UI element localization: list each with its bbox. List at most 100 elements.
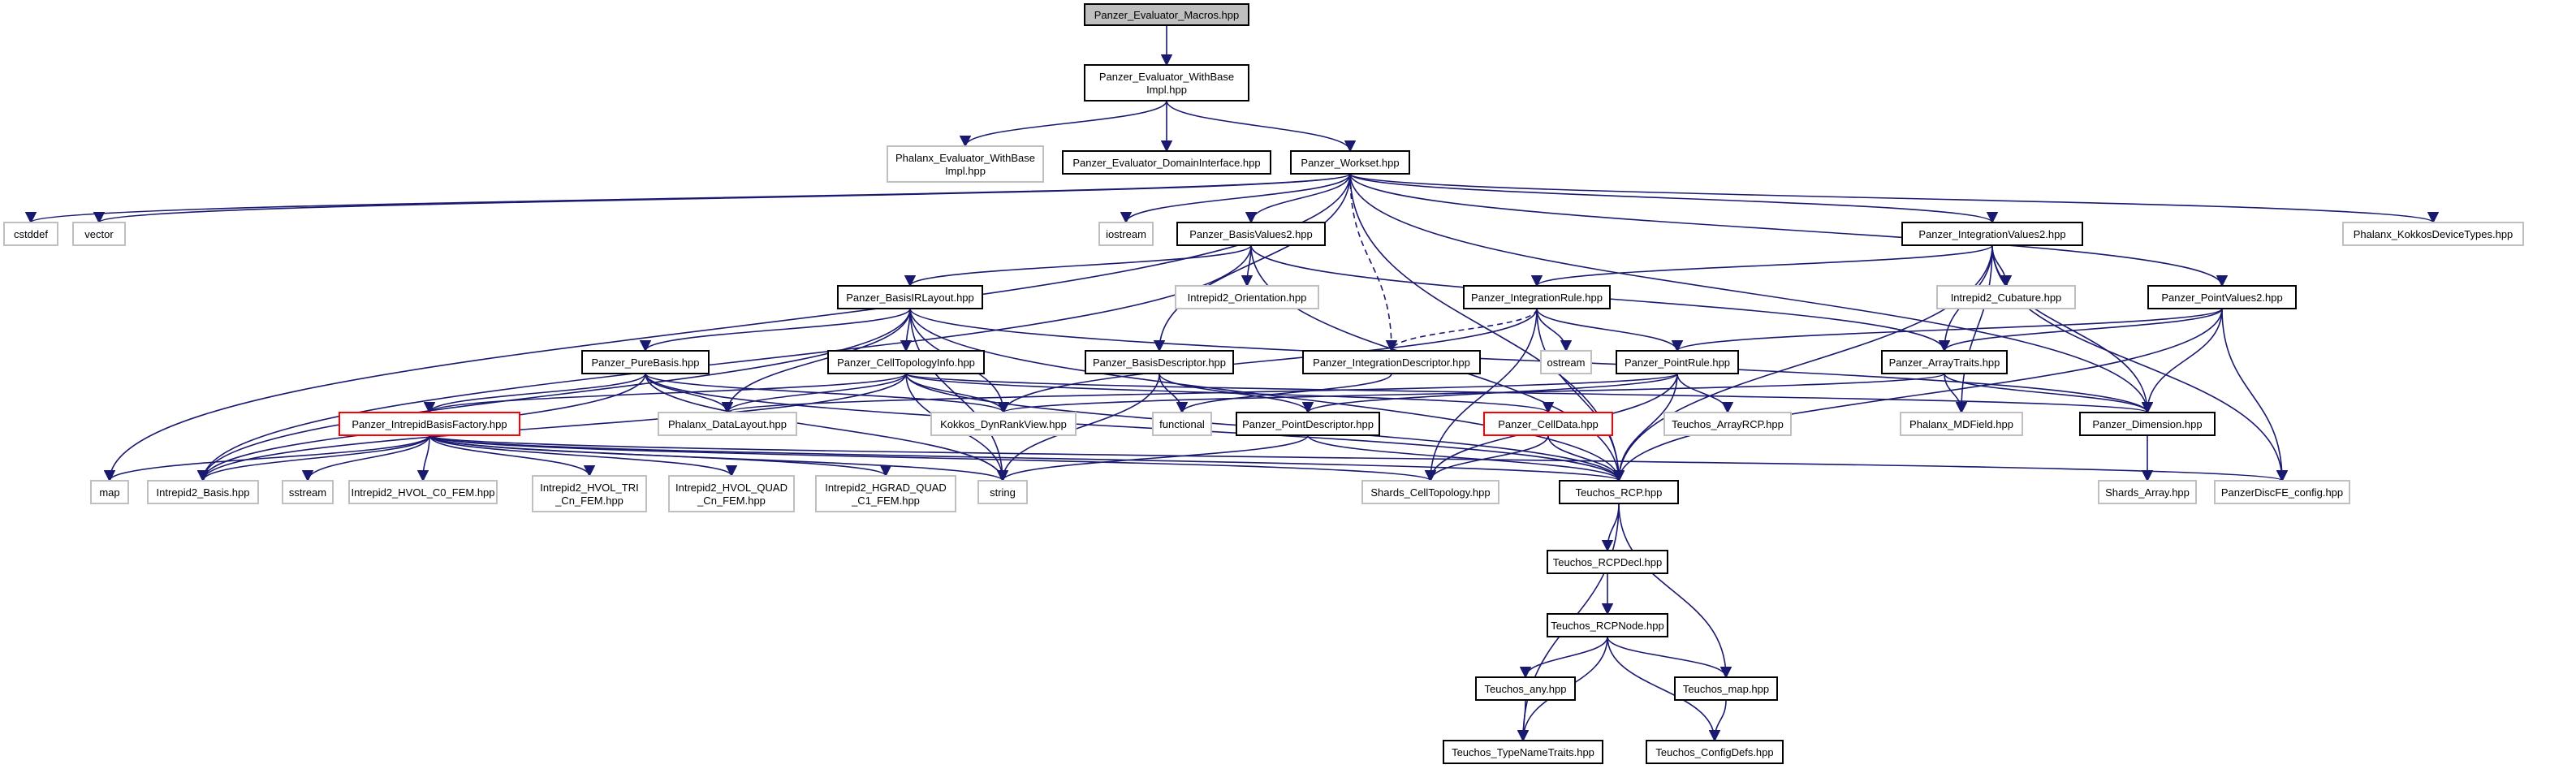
node-box [815,475,956,512]
node-intrepid2-cubature-hpp: Intrepid2_Cubature.hpp [1936,285,2076,309]
edge-n19-n39 [996,373,1160,482]
node-panzer-pointvalues2-hpp[interactable]: Panzer_PointValues2.hpp [2147,285,2297,309]
node-kokkos-dynrankview-hpp: Kokkos_DynRankView.hpp [930,412,1077,436]
node-intrepid2-hvol-tri-cn-fem-hpp: Intrepid2_HVOL_TRI_Cn_FEM.hpp [532,475,647,512]
node-label: iostream [1106,228,1146,240]
edge-n45-n47 [1607,636,1732,679]
node-box [1463,285,1611,309]
node-label: Panzer_IntegrationDescriptor.hpp [1313,356,1470,369]
node-box [887,145,1044,183]
node-label: vector [84,228,114,240]
node-panzer-integrationrule-hpp[interactable]: Panzer_IntegrationRule.hpp [1463,285,1611,309]
node-panzer-evaluator-macros-hpp[interactable]: Panzer_Evaluator_Macros.hpp [1084,3,1249,26]
node-box [1901,222,2083,246]
node-label: Panzer_IntegrationRule.hpp [1471,292,1603,304]
node-phalanx-datalayout-hpp: Phalanx_DataLayout.hpp [658,412,797,436]
node-label: Teuchos_RCPDecl.hpp [1553,556,1662,568]
node-intrepid2-hvol-c0-fem-hpp: Intrepid2_HVOL_C0_FEM.hpp [348,480,498,504]
node-box [1098,222,1154,246]
node-box [977,480,1028,504]
node-teuchos-any-hpp[interactable]: Teuchos_any.hpp [1475,676,1576,701]
node-panzer-evaluator-domaininterface-hpp[interactable]: Panzer_Evaluator_DomainInterface.hpp [1062,150,1271,175]
node-panzer-purebasis-hpp[interactable]: Panzer_PureBasis.hpp [581,350,710,374]
node-label: Shards_CellTopology.hpp [1370,486,1490,499]
node-label: Teuchos_ArrayRCP.hpp [1672,418,1784,430]
node-label: Panzer_PointDescriptor.hpp [1242,418,1374,430]
node-label: _Cn_FEM.hpp [554,495,624,507]
edge-n4-n31 [1349,173,2154,414]
node-teuchos-typenametraits-hpp[interactable]: Teuchos_TypeNameTraits.hpp [1443,740,1603,764]
edge-n4-n5 [25,173,1351,224]
node-label: Intrepid2_Cubature.hpp [1951,292,2062,304]
node-teuchos-map-hpp[interactable]: Teuchos_map.hpp [1674,676,1778,701]
edge-n28-n41 [1547,434,1625,482]
node-teuchos-rcp-hpp[interactable]: Teuchos_RCP.hpp [1559,480,1679,504]
edge-n4-n19 [1153,173,1351,352]
edge-n4-n7 [1120,173,1351,224]
node-label: Panzer_Evaluator_WithBase [1099,71,1234,83]
node-label: Phalanx_DataLayout.hpp [668,418,787,430]
node-box [1361,480,1499,504]
edge-n4-n9 [1349,173,1998,224]
edge-n15-n31 [2141,308,2223,414]
node-box [1663,412,1792,436]
edge-n13-n17 [639,308,911,352]
edge-n18-n33 [196,373,907,482]
edge-n8-n13 [904,244,1252,287]
node-teuchos-arrayrcp-hpp: Teuchos_ArrayRCP.hpp [1663,412,1792,436]
node-panzer-celltopologyinfo-hpp[interactable]: Panzer_CellTopologyInfo.hpp [827,350,985,374]
nodes-layer: Panzer_Evaluator_Macros.hppPanzer_Evalua… [3,3,2524,764]
node-panzer-workset-hpp[interactable]: Panzer_Workset.hpp [1290,150,1410,175]
edge-n27-n41 [1307,434,1625,482]
node-label: Panzer_CellTopologyInfo.hpp [837,356,975,369]
node-box [1085,350,1234,374]
node-label: functional [1159,418,1205,430]
edge-n23-n35 [416,434,430,482]
node-box [1646,740,1784,764]
edge-n4-n20 [1349,173,1398,352]
node-box [90,480,129,504]
node-panzer-intrepidbasisfactory-hpp[interactable]: Panzer_IntrepidBasisFactory.hpp [339,412,520,436]
node-panzer-integrationvalues2-hpp[interactable]: Panzer_IntegrationValues2.hpp [1901,222,2083,246]
node-label: Intrepid2_Basis.hpp [157,486,250,499]
node-box [1302,350,1481,374]
node-vector: vector [72,222,126,246]
node-panzer-integrationdescriptor-hpp[interactable]: Panzer_IntegrationDescriptor.hpp [1302,350,1481,374]
node-label: Panzer_Evaluator_DomainInterface.hpp [1072,157,1260,169]
node-panzer-pointdescriptor-hpp[interactable]: Panzer_PointDescriptor.hpp [1236,412,1380,436]
node-panzer-dimension-hpp[interactable]: Panzer_Dimension.hpp [2079,412,2216,436]
edge-n17-n23 [423,373,646,414]
edge-n9-n14 [1531,244,1993,287]
node-label: Panzer_BasisValues2.hpp [1189,228,1313,240]
node-label: Kokkos_DynRankView.hpp [940,418,1067,430]
edge-n13-n24 [721,308,911,414]
edge-n18-n24 [721,373,907,414]
node-panzer-basisirlayout-hpp[interactable]: Panzer_BasisIRLayout.hpp [837,285,983,309]
node-box [827,350,985,374]
node-panzerdiscfe-config-hpp: PanzerDiscFE_config.hpp [2214,480,2350,504]
edge-n23-n36 [429,434,596,477]
node-teuchos-configdefs-hpp[interactable]: Teuchos_ConfigDefs.hpp [1646,740,1784,764]
node-teuchos-rcpdecl-hpp[interactable]: Teuchos_RCPDecl.hpp [1547,550,1668,574]
edge-n14-n41 [1536,308,1625,482]
edge-n15-n41 [1612,308,2223,482]
node-box [3,222,58,246]
edge-n4-n15 [1349,173,2228,287]
edge-n45-n49 [1607,636,1721,742]
node-box [1084,64,1249,102]
node-label: Panzer_Dimension.hpp [2092,418,2202,430]
node-teuchos-rcpnode-hpp[interactable]: Teuchos_RCPNode.hpp [1547,613,1668,637]
node-box [1900,412,2023,436]
node-panzer-basisdescriptor-hpp[interactable]: Panzer_BasisDescriptor.hpp [1085,350,1234,374]
node-panzer-arraytraits-hpp[interactable]: Panzer_ArrayTraits.hpp [1881,350,2008,374]
node-label: Panzer_IntrepidBasisFactory.hpp [352,418,507,430]
edge-n14-n40 [1424,308,1538,482]
node-panzer-pointrule-hpp[interactable]: Panzer_PointRule.hpp [1616,350,1739,374]
node-panzer-celldata-hpp[interactable]: Panzer_CellData.hpp [1483,412,1613,436]
node-box [532,475,647,512]
node-box [1152,412,1212,436]
node-phalanx-kokkosdevicetypes-hpp: Phalanx_KokkosDeviceTypes.hpp [2342,222,2524,246]
node-box [1483,412,1613,436]
node-panzer-basisvalues2-hpp[interactable]: Panzer_BasisValues2.hpp [1176,222,1326,246]
